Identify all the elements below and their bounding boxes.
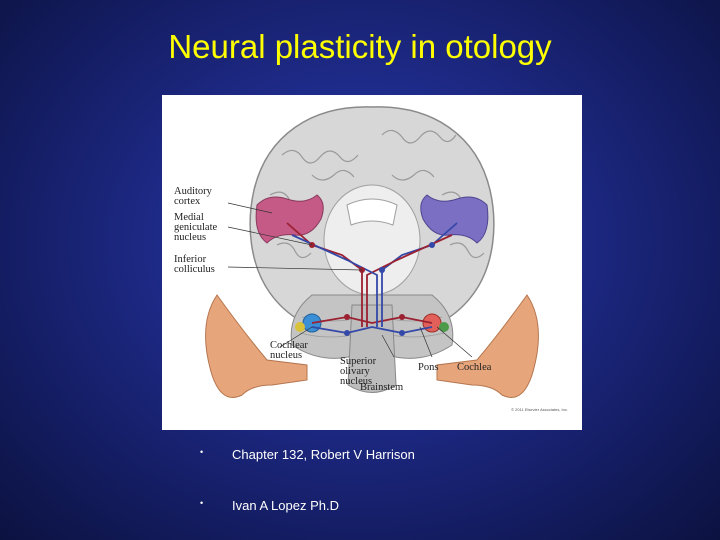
auditory-pathway-illustration: Auditory cortex Medial geniculate nucleu… <box>162 95 582 430</box>
slide-title: Neural plasticity in otology <box>0 28 720 66</box>
label-auditory-cortex: Auditory cortex <box>174 187 234 207</box>
bullet-marker: • <box>200 498 203 508</box>
figure-copyright: © 2011 Elsevier Associates, Inc. <box>511 407 568 412</box>
label-cochlea: Cochlea <box>457 363 507 373</box>
bullet-marker: • <box>200 447 203 457</box>
label-medial-geniculate-nucleus: Medial geniculate nucleus <box>174 213 234 243</box>
label-inferior-colliculus: Inferior colliculus <box>174 255 234 275</box>
label-brainstem: Brainstem <box>360 383 420 393</box>
bullet-text: Chapter 132, Robert V Harrison <box>232 447 415 462</box>
bullet-text: Ivan A Lopez Ph.D <box>232 498 339 513</box>
label-cochlear-nucleus: Cochlear nucleus <box>270 341 325 361</box>
label-pons: Pons <box>418 363 458 373</box>
